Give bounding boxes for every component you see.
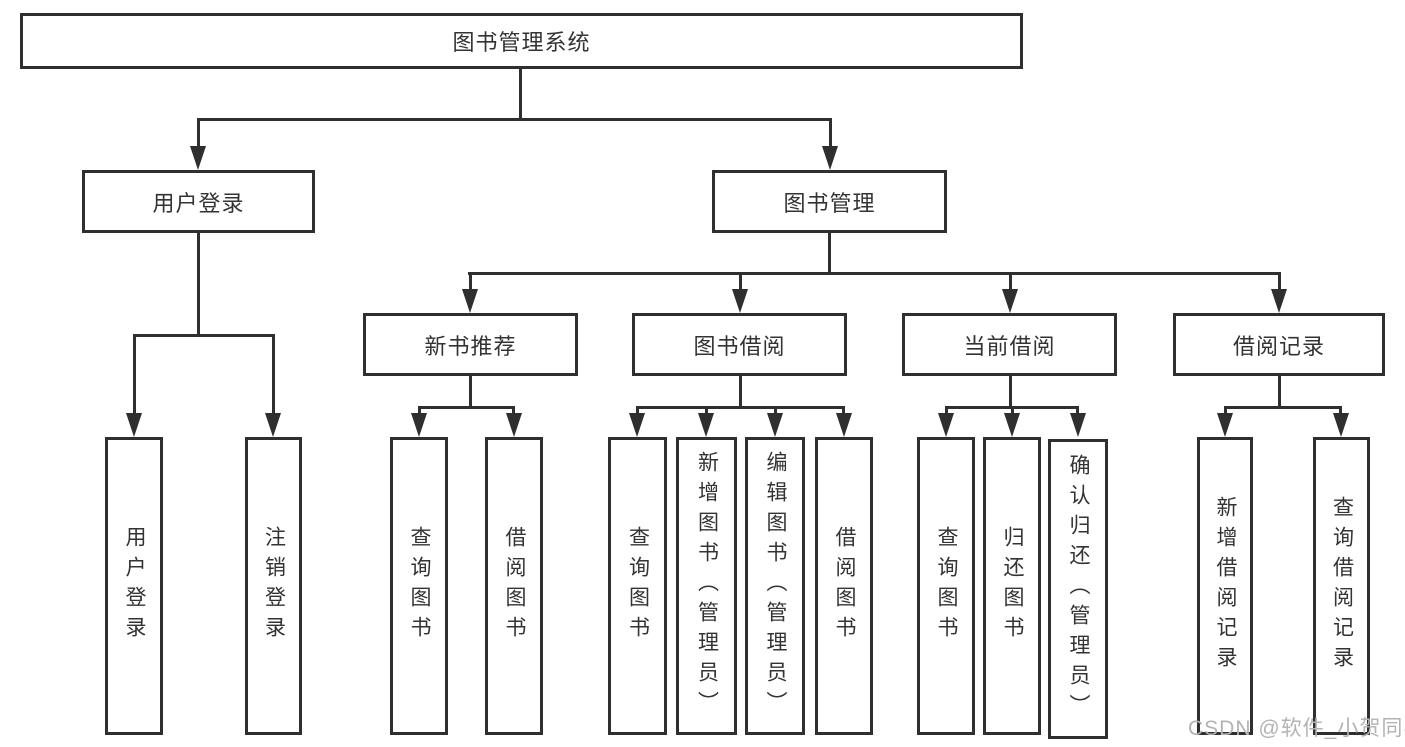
- node-leaf-bb-edit-books-admin-label: 编辑图书（管理员）: [764, 451, 787, 721]
- connector-cb-leaf1-stem: [945, 406, 948, 415]
- connector-br-leaf1-stem: [1224, 406, 1227, 415]
- node-book-borrowing: 图书借阅: [632, 313, 847, 376]
- node-leaf-nb-query-books: 查询图书: [390, 437, 448, 735]
- arrow-down-book-management: [822, 146, 838, 170]
- node-library-system: 图书管理系统: [20, 13, 1023, 69]
- node-leaf-cb-query-books: 查询图书: [917, 437, 975, 735]
- node-leaf-br-add-record-label: 新增借阅记录: [1214, 496, 1237, 676]
- node-leaf-bb-query-books: 查询图书: [608, 437, 667, 735]
- arrow-down-book-borrowing: [732, 289, 748, 313]
- arrow-down-nb-query-books: [411, 413, 427, 437]
- arrow-down-cb-query-books: [938, 413, 954, 437]
- node-leaf-nb-borrow-books: 借阅图书: [485, 437, 543, 735]
- node-leaf-bb-query-books-label: 查询图书: [626, 526, 650, 646]
- connector-nb-leaf2-stem: [512, 406, 515, 415]
- node-leaf-bb-add-books-admin-label: 新增图书（管理员）: [695, 451, 719, 721]
- connector-current-borrowing-stem2: [1009, 376, 1012, 408]
- node-leaf-cb-confirm-return-admin-label: 确认归还（管理员）: [1067, 454, 1090, 724]
- node-user-login-label: 用户登录: [152, 190, 245, 216]
- connector-root-stem: [519, 69, 522, 120]
- connector-book-management-branch: [468, 272, 1281, 275]
- node-new-book-recommend-label: 新书推荐: [424, 333, 517, 359]
- connector-to-current-borrowing-stem: [1009, 272, 1012, 291]
- node-leaf-cb-query-books-label: 查询图书: [935, 526, 958, 646]
- connector-br-leaf2-stem: [1339, 406, 1342, 415]
- connector-to-borrowing-records-stem: [1278, 272, 1281, 291]
- arrow-down-br-query-record: [1333, 413, 1349, 437]
- arrow-down-user-login: [190, 146, 206, 170]
- node-leaf-br-add-record: 新增借阅记录: [1197, 437, 1253, 735]
- connector-bb-leaf3-stem: [774, 406, 777, 415]
- node-new-book-recommend: 新书推荐: [363, 313, 578, 376]
- arrow-down-current-borrowing: [1002, 289, 1018, 313]
- node-current-borrowing-label: 当前借阅: [963, 333, 1056, 359]
- connector-bb-leaf2-stem: [705, 406, 708, 415]
- node-leaf-bb-borrow-books-label: 借阅图书: [833, 526, 856, 646]
- connector-to-new-book-stem: [469, 272, 472, 291]
- node-borrowing-records: 借阅记录: [1173, 313, 1385, 376]
- connector-user-login-branch: [133, 334, 274, 337]
- node-leaf-cb-confirm-return-admin: 确认归还（管理员）: [1048, 439, 1108, 739]
- node-borrowing-records-label: 借阅记录: [1232, 333, 1325, 359]
- node-leaf-bb-edit-books-admin: 编辑图书（管理员）: [745, 437, 805, 735]
- node-book-borrowing-label: 图书借阅: [693, 333, 786, 359]
- connector-bb-leaf4-stem: [842, 406, 845, 415]
- node-leaf-bb-add-books-admin: 新增图书（管理员）: [676, 437, 737, 735]
- connector-to-logout-leaf-stem: [272, 334, 275, 414]
- node-user-login: 用户登录: [82, 170, 315, 233]
- node-leaf-br-query-record: 查询借阅记录: [1313, 437, 1370, 735]
- node-leaf-bb-borrow-books: 借阅图书: [815, 437, 873, 735]
- connector-cb-leaf2-stem: [1011, 406, 1014, 415]
- connector-root-branch: [197, 118, 831, 121]
- arrow-down-bb-edit-books: [767, 413, 783, 437]
- arrow-down-login-leaf: [126, 413, 142, 437]
- node-leaf-nb-borrow-books-label: 借阅图书: [503, 526, 526, 646]
- node-leaf-user-login-label: 用户登录: [123, 526, 146, 646]
- connector-cb-leaf3-stem: [1076, 406, 1079, 415]
- arrow-down-bb-query-books: [629, 413, 645, 437]
- connector-user-login-stem: [197, 233, 200, 336]
- node-leaf-logout-label: 注销登录: [262, 526, 286, 646]
- arrow-down-borrowing-records: [1271, 289, 1287, 313]
- connector-new-book-branch: [418, 406, 515, 409]
- node-book-management: 图书管理: [712, 170, 947, 233]
- node-library-system-label: 图书管理系统: [452, 30, 591, 55]
- connector-to-user-login-stem: [197, 118, 200, 148]
- node-current-borrowing: 当前借阅: [902, 313, 1117, 376]
- connector-borrowing-records-branch: [1224, 406, 1342, 409]
- node-leaf-logout: 注销登录: [245, 437, 302, 735]
- node-leaf-cb-return-books-label: 归还图书: [1001, 526, 1024, 646]
- node-leaf-nb-query-books-label: 查询图书: [408, 526, 431, 646]
- arrow-down-nb-borrow-books: [506, 413, 522, 437]
- arrow-down-bb-add-books: [698, 413, 714, 437]
- arrow-down-cb-return-books: [1004, 413, 1020, 437]
- node-leaf-cb-return-books: 归还图书: [983, 437, 1041, 735]
- connector-to-login-leaf-stem: [133, 334, 136, 414]
- connector-book-borrowing-branch: [636, 406, 845, 409]
- arrow-down-cb-confirm-return: [1070, 413, 1086, 437]
- arrow-down-bb-borrow-books: [836, 413, 852, 437]
- connector-book-borrowing-stem2: [739, 376, 742, 408]
- connector-to-book-management-stem: [829, 118, 832, 148]
- arrow-down-new-book: [462, 289, 478, 313]
- node-leaf-user-login: 用户登录: [105, 437, 163, 735]
- connector-bb-leaf1-stem: [636, 406, 639, 415]
- node-leaf-br-query-record-label: 查询借阅记录: [1330, 496, 1354, 676]
- connector-book-management-stem: [828, 233, 831, 274]
- arrow-down-logout-leaf: [265, 413, 281, 437]
- connector-new-book-stem: [469, 376, 472, 408]
- arrow-down-br-add-record: [1217, 413, 1233, 437]
- connector-borrowing-records-stem2: [1278, 376, 1281, 408]
- node-book-management-label: 图书管理: [783, 190, 876, 216]
- csdn-watermark: CSDN @软件_小贺同学: [1188, 717, 1405, 740]
- connector-to-book-borrowing-stem: [739, 272, 742, 291]
- connector-nb-leaf1-stem: [418, 406, 421, 415]
